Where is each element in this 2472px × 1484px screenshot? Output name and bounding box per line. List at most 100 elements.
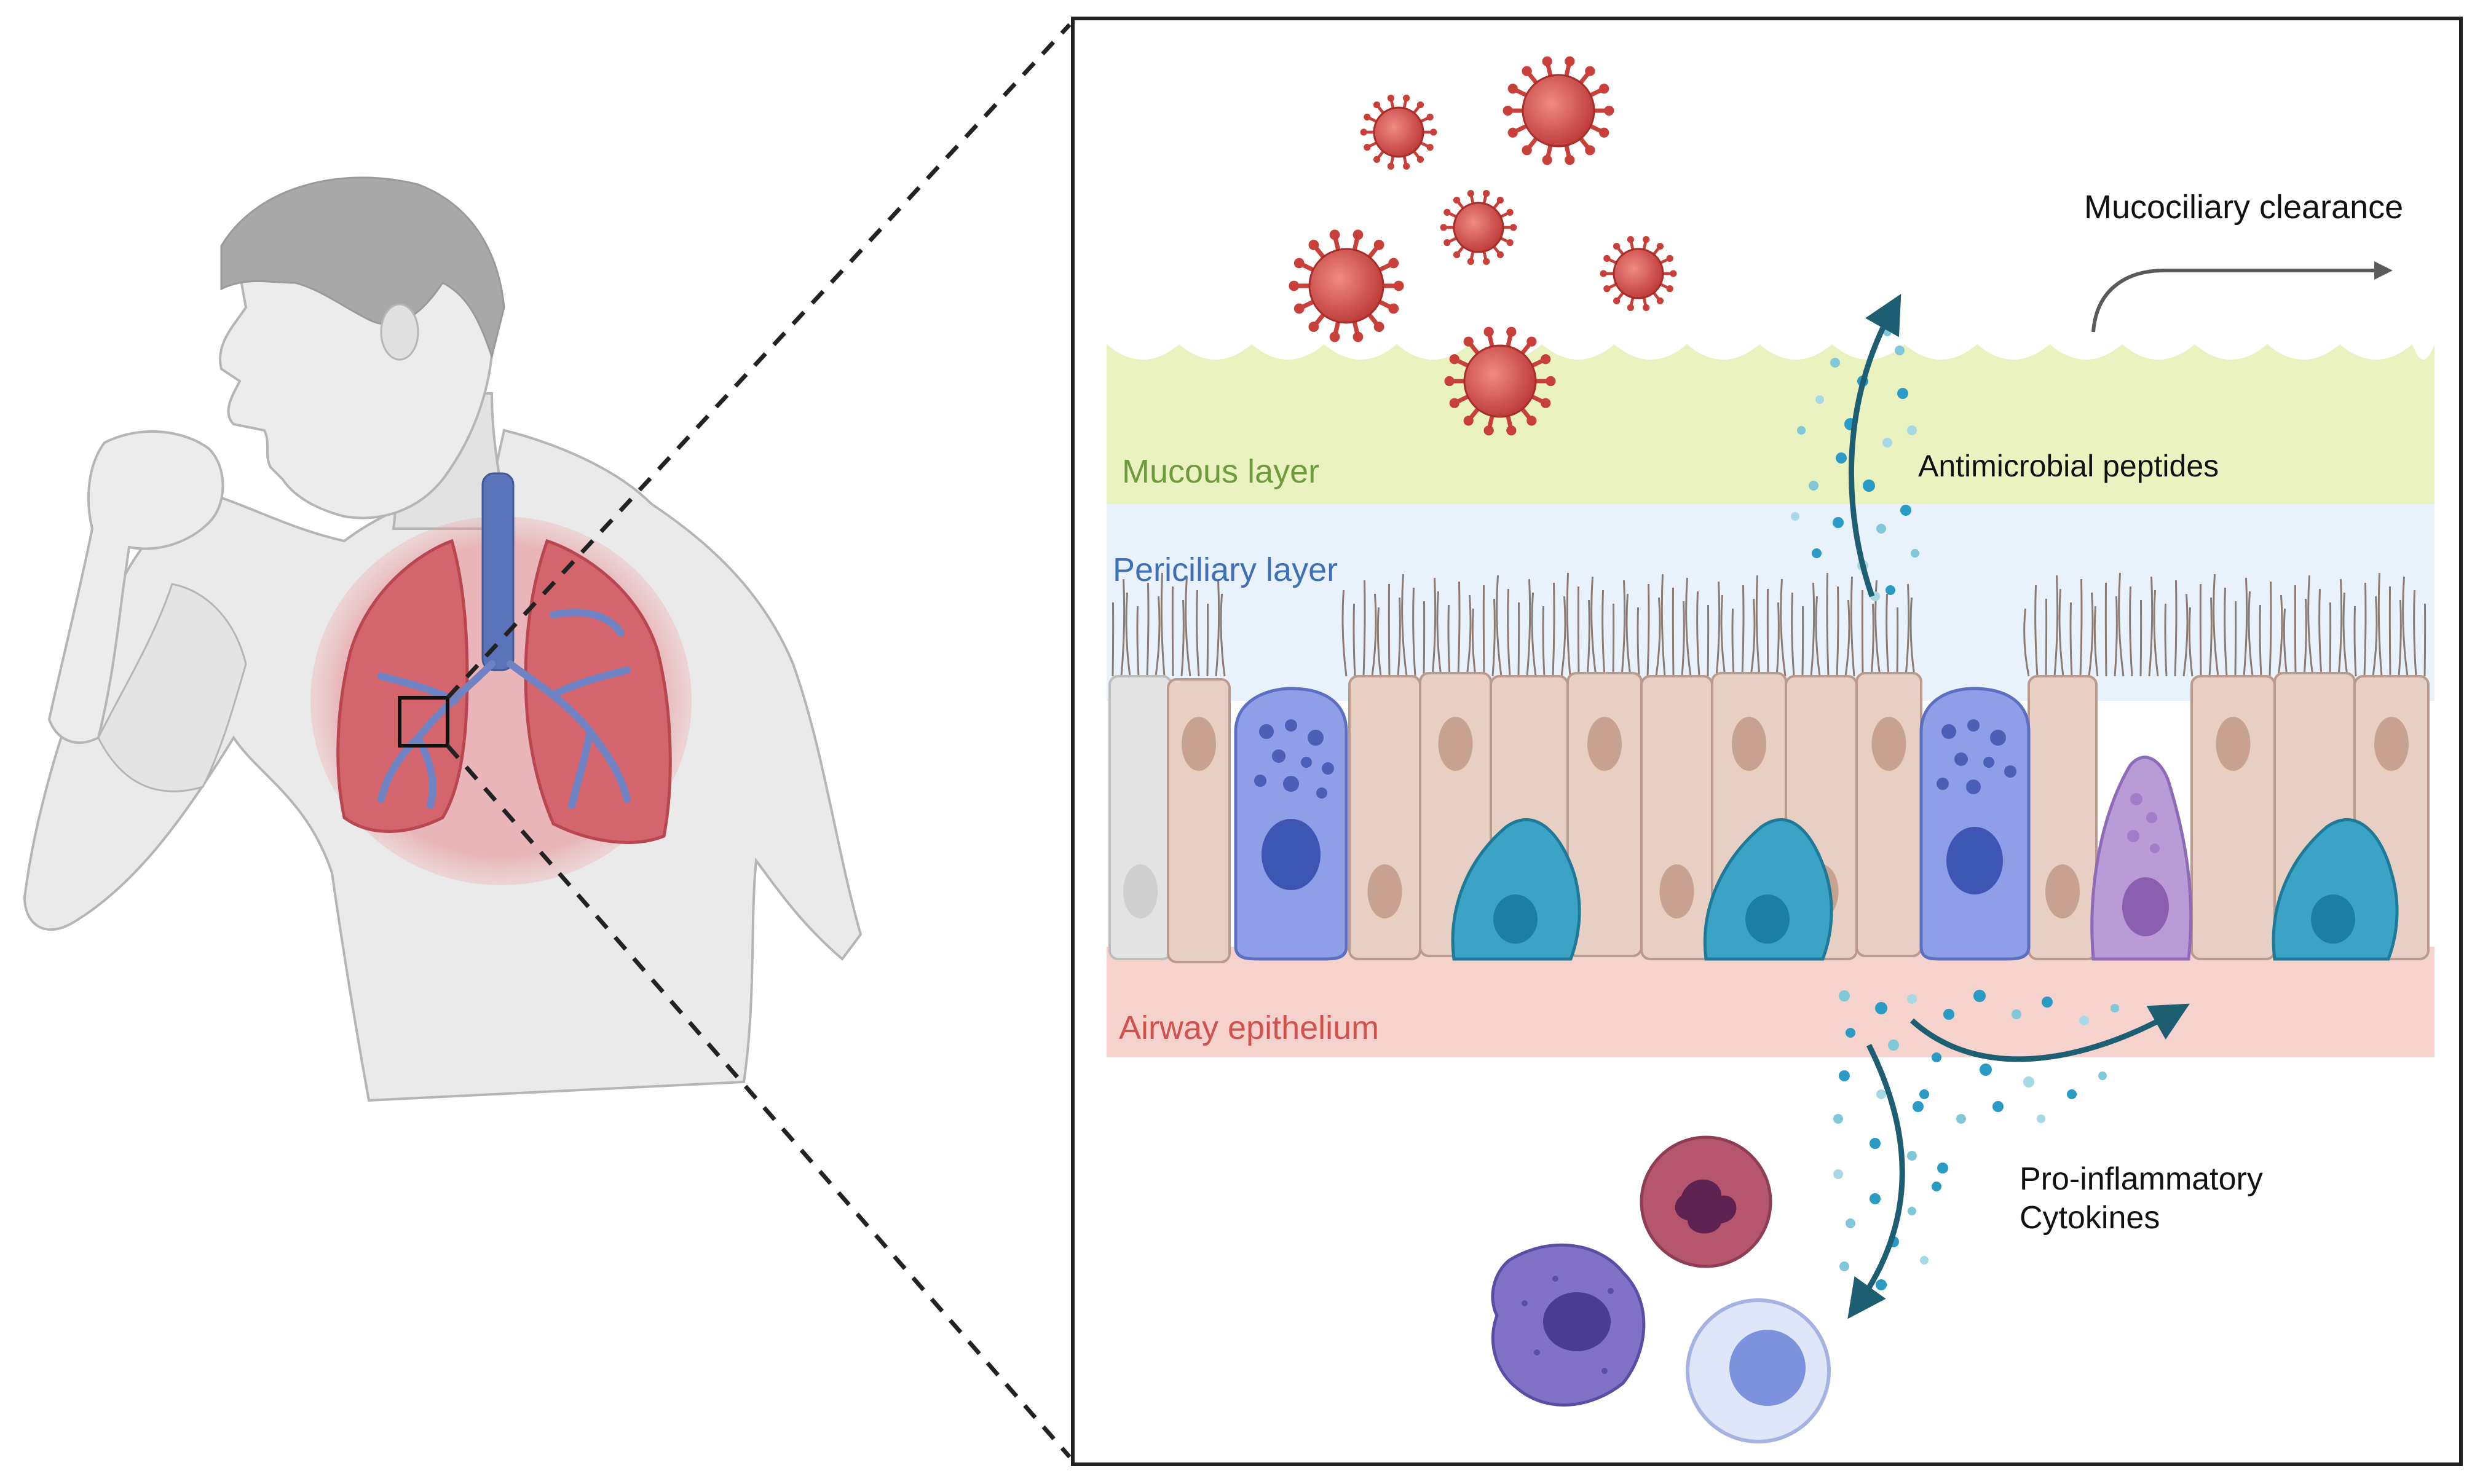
molecule-dot	[1839, 990, 1850, 1001]
cell-nucleus	[1587, 717, 1622, 771]
cilium	[1352, 603, 1356, 677]
cilia	[1112, 572, 2427, 677]
neutrophil-icon	[1640, 1135, 1772, 1268]
goblet-cell-icon	[1919, 687, 2031, 961]
molecule-dot	[1937, 1162, 1948, 1174]
cilium	[2372, 596, 2378, 677]
ciliated-cell	[1855, 672, 1922, 957]
cell-nucleus	[1367, 864, 1402, 918]
cilium	[1766, 588, 1769, 677]
cilium	[1826, 572, 1830, 677]
virus-icon	[1440, 190, 1517, 265]
mucous-layer-band	[1107, 344, 2434, 504]
molecule-dot	[1812, 548, 1822, 558]
molecule-dot	[1875, 1002, 1887, 1014]
molecule-dot	[2111, 1004, 2119, 1012]
cilium	[2259, 604, 2262, 677]
cell-nucleus	[1732, 717, 1766, 771]
molecule-dot	[1876, 1279, 1887, 1290]
ear-shape	[380, 303, 419, 361]
molecule-dot	[1932, 1052, 1941, 1062]
cell-nucleus	[2216, 717, 2251, 771]
mucociliary-clearance-arrow	[2091, 261, 2393, 333]
cilium	[1412, 587, 1416, 677]
molecule-dot	[1911, 549, 1919, 558]
cilium	[2164, 603, 2168, 677]
cilium	[1621, 580, 1626, 677]
cilium	[2329, 602, 2332, 677]
cilium	[2182, 593, 2189, 677]
molecule-dot	[1833, 517, 1844, 528]
cilium	[2069, 602, 2073, 677]
cilium	[1886, 593, 1890, 677]
cilium	[2208, 597, 2213, 677]
cilium	[2363, 582, 2367, 677]
cilium	[1507, 588, 1511, 677]
cilium	[2129, 586, 2133, 677]
molecule-dot	[1836, 452, 1847, 464]
trachea	[481, 472, 515, 671]
cilium	[2045, 598, 2048, 677]
lymphocyte-icon	[1686, 1298, 1831, 1443]
cilium	[2224, 587, 2228, 677]
zoom-lines	[446, 23, 1072, 1459]
cilium	[1731, 608, 1735, 677]
cilium	[1552, 582, 1555, 677]
molecule-dot	[1870, 1138, 1881, 1149]
cell-nucleus	[1438, 717, 1473, 771]
molecule-dot	[1897, 388, 1908, 399]
cilium	[2342, 592, 2348, 677]
cilium	[2353, 606, 2357, 677]
cilium	[1861, 590, 1864, 677]
cilium	[1146, 582, 1150, 677]
cilium	[2269, 581, 2272, 677]
molecule-dot	[1888, 1040, 1899, 1051]
cilium	[1496, 575, 1503, 677]
virus-group	[1289, 56, 1677, 436]
epithelium-band	[1107, 947, 2434, 1057]
macrophage-icon	[1491, 1243, 1646, 1407]
molecule-dot	[1920, 1256, 1929, 1265]
cytokine-dots	[1833, 990, 2119, 1290]
cilium	[2118, 572, 2125, 677]
basal-cell-icon	[2272, 818, 2399, 961]
cilium	[1741, 585, 1745, 677]
cilium	[1125, 592, 1131, 677]
cilium	[2248, 591, 2254, 677]
cilium	[2413, 590, 2417, 677]
cilium	[1447, 604, 1451, 677]
cilium	[1482, 585, 1485, 677]
cilium	[1155, 596, 1161, 677]
cilium	[1136, 606, 1140, 677]
cilium	[2283, 608, 2288, 677]
cell-nucleus	[1123, 864, 1158, 918]
cilium	[1160, 572, 1166, 677]
molecule-dot	[1886, 585, 1895, 595]
molecule-dot	[1833, 1114, 1843, 1124]
cilium	[2234, 601, 2237, 677]
molecule-dot	[2067, 1089, 2077, 1099]
molecule-dot	[2012, 1009, 2021, 1019]
cilium	[1815, 596, 1821, 677]
molecule-dot	[2079, 1016, 2089, 1025]
cilium	[1896, 607, 1899, 677]
cilium	[1517, 602, 1520, 677]
fist-shape	[47, 430, 224, 744]
cilium	[1120, 578, 1126, 677]
cilium	[2318, 588, 2323, 677]
cilium	[2034, 585, 2039, 677]
zoom-panel: Mucous layer Periciliary layer Airway ep…	[1071, 17, 2463, 1466]
cilium	[1466, 594, 1472, 677]
cilium	[1836, 586, 1839, 677]
molecule-dot	[1895, 345, 1905, 355]
molecule-dot	[1907, 1151, 1917, 1161]
goblet-cell-icon	[1234, 687, 1348, 961]
coughing-person-icon	[23, 176, 863, 1102]
molecule-dot	[1907, 425, 1917, 435]
mucous-layer-label: Mucous layer	[1122, 453, 1319, 490]
molecule-dot	[1876, 524, 1886, 534]
molecule-dot	[1973, 990, 1986, 1002]
cilium	[2058, 588, 2064, 677]
molecule-dot	[1943, 1009, 1954, 1020]
cilium	[1220, 593, 1226, 677]
